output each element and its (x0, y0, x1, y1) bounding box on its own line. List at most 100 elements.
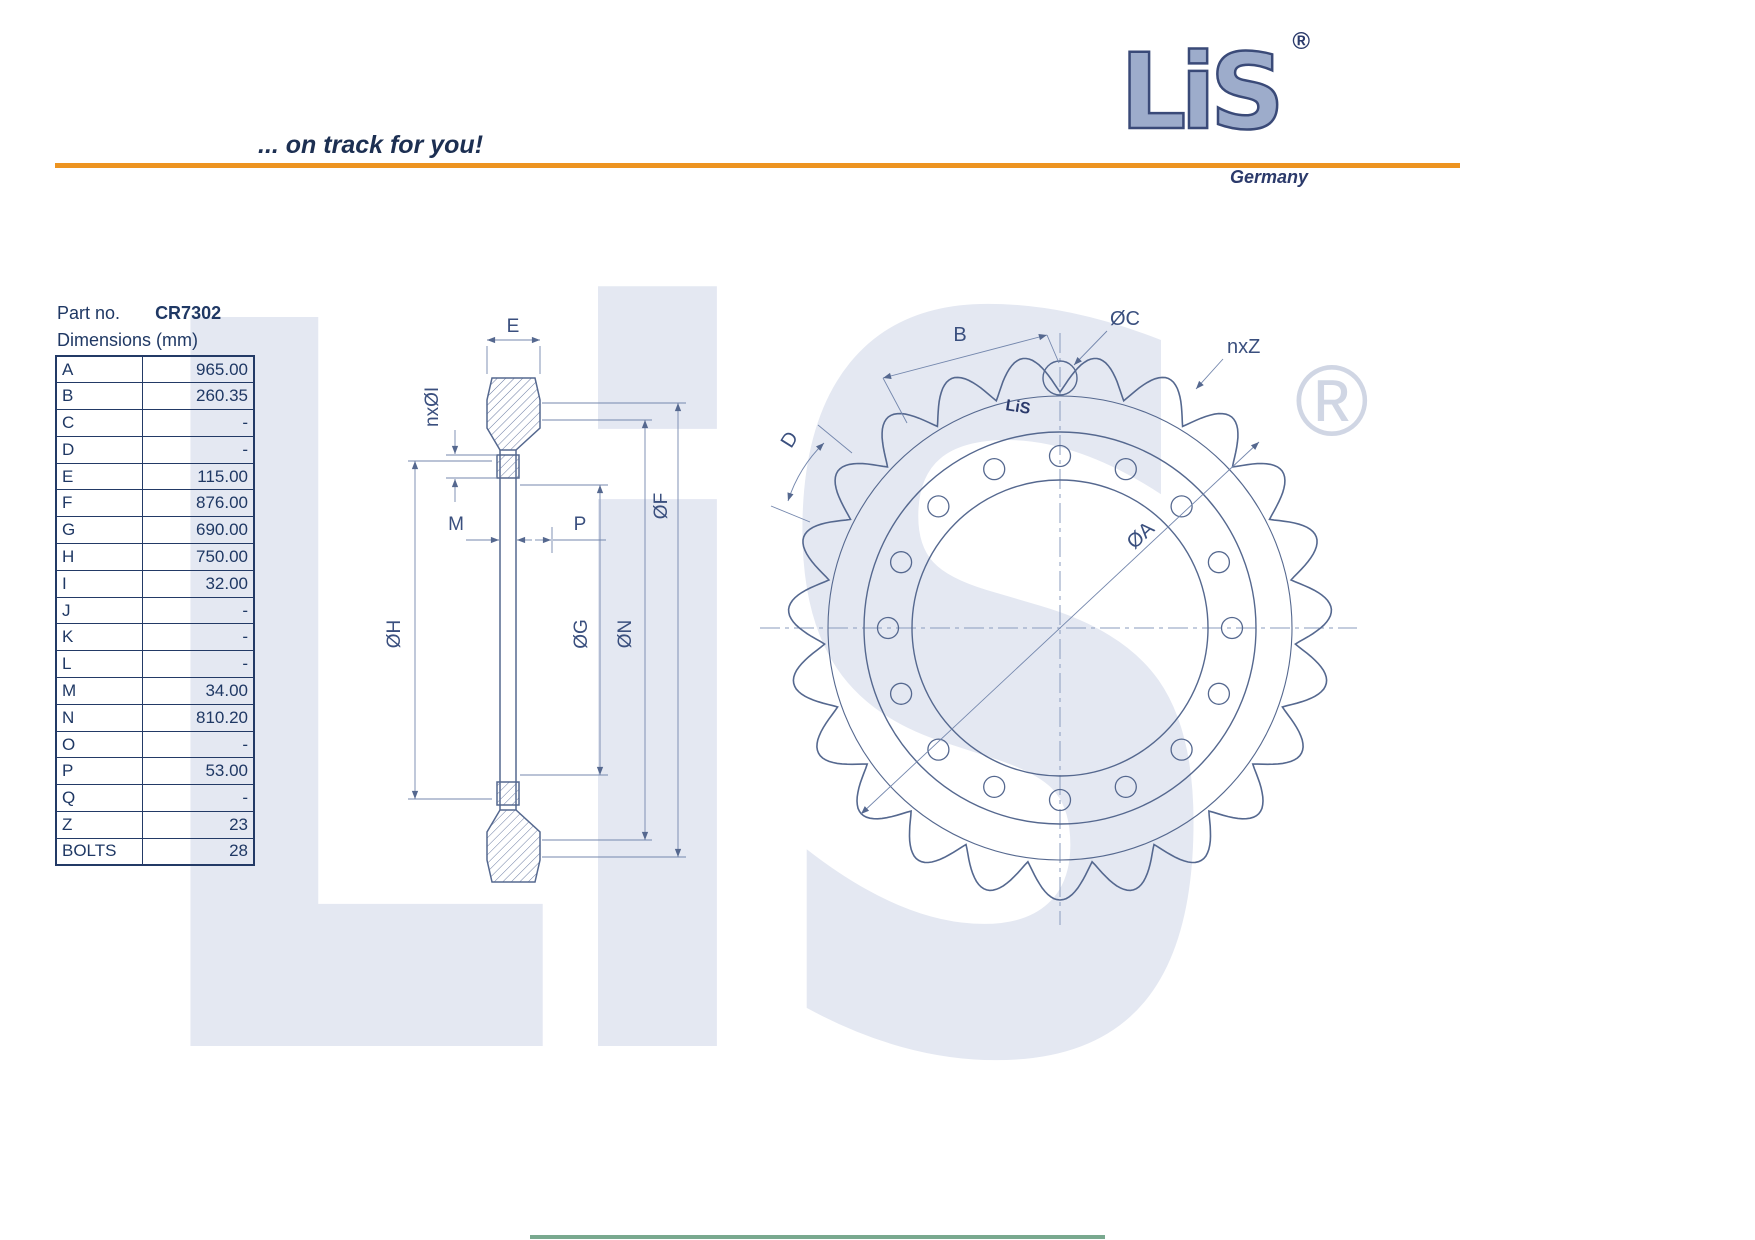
dim-label-nxI: nxØI (422, 387, 443, 427)
dim-value: 115.00 (141, 462, 255, 491)
dim-value: - (141, 784, 255, 813)
dim-key: O (55, 730, 143, 759)
dim-label-P: P (574, 514, 587, 535)
footer-accent-line (530, 1235, 1105, 1239)
bolt-hole (927, 495, 950, 518)
table-row: J- (55, 596, 255, 625)
top-flange-section (496, 454, 520, 479)
dim-key: N (55, 703, 143, 732)
dim-value: 34.00 (141, 677, 255, 705)
table-row: Q- (55, 784, 255, 813)
bolt-hole (889, 682, 913, 705)
dim-key: F (55, 489, 143, 518)
bolt-hole (1170, 738, 1193, 761)
dim-label-H: ØH (384, 620, 405, 649)
lis-logo-text: LiS (1119, 31, 1286, 153)
diameter-A-line (860, 441, 1260, 815)
front-view-drawing: B ØC nxZ D ØA LiS ® (760, 308, 1369, 925)
bolt-hole (1207, 551, 1231, 574)
dim-label-N: ØN (615, 620, 636, 649)
dim-value: 23 (141, 811, 255, 839)
bottom-rim-section (486, 809, 541, 883)
dim-key: Q (55, 784, 143, 813)
table-row: D- (55, 435, 255, 464)
part-number-value: CR7302 (155, 303, 222, 323)
dim-value: - (141, 409, 255, 437)
dim-value: 260.35 (141, 382, 255, 411)
bolt-hole (983, 775, 1006, 799)
dim-label-M: M (448, 514, 464, 535)
dim-value: - (141, 596, 255, 625)
dim-key: B (55, 382, 143, 411)
dim-key: H (55, 543, 143, 571)
dim-key: J (55, 596, 143, 625)
dim-key: K (55, 623, 143, 652)
table-row: L- (55, 650, 255, 679)
top-rim-section (486, 377, 541, 451)
dim-key: E (55, 462, 143, 491)
dim-label-F: ØF (651, 493, 672, 519)
dim-key: I (55, 569, 143, 598)
dim-value: 690.00 (141, 516, 255, 545)
dim-value: 32.00 (141, 569, 255, 598)
dim-key: P (55, 757, 143, 786)
dim-label-D: D (777, 428, 803, 452)
dim-value: - (141, 730, 255, 759)
dim-label-G: ØG (571, 619, 592, 649)
registered-mark-large: ® (1295, 345, 1369, 457)
dim-value: - (141, 435, 255, 464)
dim-key: G (55, 516, 143, 545)
dim-value: 810.20 (141, 703, 255, 732)
company-tagline: ... on track for you! (258, 131, 484, 159)
orange-divider-line (55, 163, 1460, 168)
dim-key: C (55, 409, 143, 437)
dim-key: L (55, 650, 143, 679)
bolt-hole (1114, 775, 1137, 799)
section-dimension-labels: E nxØI M P ØH ØG ØN ØF (384, 316, 672, 649)
dim-key: M (55, 677, 143, 705)
dim-key: A (55, 355, 143, 384)
dim-key: BOLTS (55, 837, 143, 866)
dim-value: 750.00 (141, 543, 255, 571)
dim-value: - (141, 650, 255, 679)
bottom-flange-section (496, 781, 520, 806)
dim-value: 876.00 (141, 489, 255, 518)
section-dimension-lines (408, 336, 686, 858)
dim-label-E: E (507, 316, 520, 337)
dim-value: 965.00 (141, 355, 255, 384)
lis-logo: LiS ® Germany (1119, 28, 1310, 198)
bolt-hole (1207, 682, 1231, 705)
bolt-hole (1114, 457, 1137, 481)
front-dimension-lines (770, 330, 1260, 815)
dimensions-unit-label: Dimensions (mm) (57, 330, 199, 350)
sprocket-tooth-outline (787, 357, 1333, 901)
table-row: C- (55, 409, 255, 437)
table-row: O- (55, 730, 255, 759)
bolt-hole (889, 551, 913, 574)
sprocket-logo-small: LiS (1004, 397, 1032, 418)
dim-value: 53.00 (141, 757, 255, 786)
dim-key: Z (55, 811, 143, 839)
registered-trademark-icon: ® (1292, 28, 1310, 55)
lis-logo-country: Germany (1229, 167, 1308, 187)
dim-label-B: B (953, 324, 966, 346)
part-number-label: Part no. (57, 303, 121, 323)
section-outline (486, 377, 541, 883)
root-circle (827, 395, 1293, 861)
dim-label-C: ØC (1110, 308, 1140, 330)
